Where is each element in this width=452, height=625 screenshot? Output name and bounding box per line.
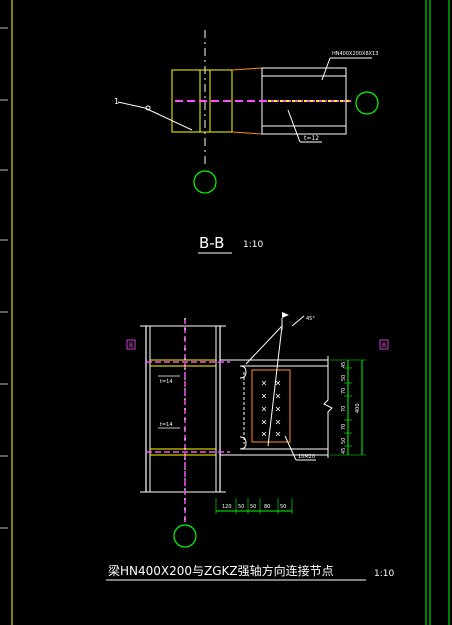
weld-note: 45° <box>306 316 315 322</box>
section-scale: 1:10 <box>243 240 263 250</box>
dim-h-5: 50 <box>280 504 286 510</box>
dim-v-5: 70 <box>341 424 347 430</box>
dim-h-1: 120 <box>222 504 232 510</box>
dim-total: 400 <box>355 403 361 413</box>
dim-h-3: 50 <box>250 504 256 510</box>
dim-v-6: 50 <box>341 438 347 444</box>
bb-plate-note: t=12 <box>304 135 319 142</box>
plate-note-upper: t=14 <box>160 379 173 385</box>
vertical-dimensions: 45 50 70 70 70 50 45 400 <box>330 359 366 456</box>
dim-v-1: 45 <box>341 362 347 368</box>
dim-v-7: 45 <box>341 448 347 454</box>
bb-left-tag: 1 <box>114 97 119 106</box>
axis-circle-elevation <box>173 524 197 548</box>
dim-v-3: 70 <box>341 388 347 394</box>
section-bb-view: HN400X200X8X13 1 t=12 B-B 1:10 <box>114 30 379 254</box>
section-title: B-B <box>199 234 224 252</box>
section-mark-right: B <box>382 342 386 349</box>
bolt-group <box>261 380 281 437</box>
elevation-title: 梁HN400X200与ZGKZ强轴方向连接节点 <box>108 563 334 578</box>
bolt-note: 10M20 <box>298 454 315 460</box>
plate-note-lower: t=14 <box>160 422 173 428</box>
dim-h-4: 80 <box>264 504 270 510</box>
axis-circle-right <box>355 91 379 115</box>
dim-v-2: 50 <box>341 375 347 381</box>
axis-circle-bottom <box>193 170 217 194</box>
bb-callout-top: HN400X200X8X13 <box>332 51 378 57</box>
section-mark-left: B <box>129 342 133 349</box>
elevation-scale: 1:10 <box>374 569 394 579</box>
dim-h-2: 50 <box>238 504 244 510</box>
horizontal-dimensions: 120 50 50 80 50 <box>215 498 293 514</box>
elevation-view: 45° 10M20 t=14 t=14 B B 45 50 <box>106 312 394 581</box>
dim-v-4: 70 <box>341 406 347 412</box>
